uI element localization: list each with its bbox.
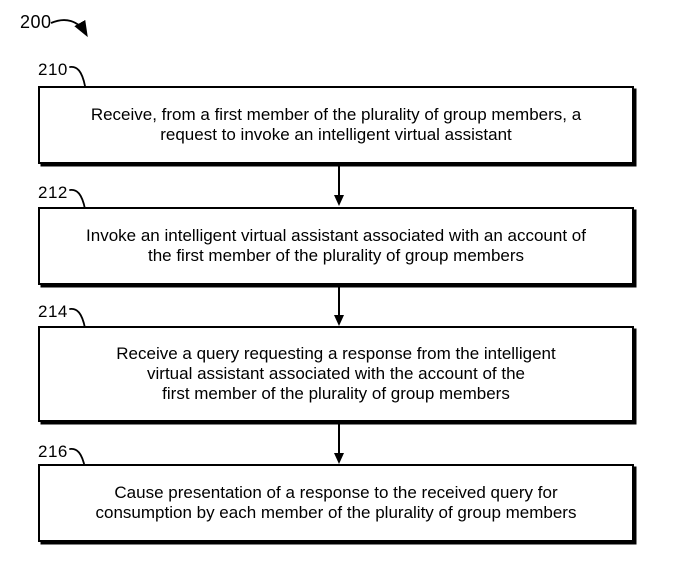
step-text-line: Receive a query requesting a response fr… bbox=[116, 344, 556, 363]
step-text-line: first member of the plurality of group m… bbox=[162, 384, 510, 403]
step-ref-number: 210 bbox=[38, 60, 68, 79]
step-box-214: Receive a query requesting a response fr… bbox=[38, 326, 634, 422]
reference-lead-curve-icon bbox=[68, 308, 86, 329]
step-ref-212: 212 bbox=[38, 183, 89, 211]
flow-arrow-212-214 bbox=[334, 286, 344, 326]
step-ref-number: 214 bbox=[38, 302, 68, 321]
step-ref-number: 216 bbox=[38, 442, 68, 461]
figure-ref-label: 200 bbox=[20, 12, 52, 32]
arrow-down-icon bbox=[334, 195, 344, 206]
flow-arrow-214-216 bbox=[334, 423, 344, 464]
reference-lead-curve-icon bbox=[68, 189, 86, 210]
step-text-line: Cause presentation of a response to the … bbox=[114, 483, 558, 502]
step-ref-number: 212 bbox=[38, 183, 68, 202]
step-text-line: request to invoke an intelligent virtual… bbox=[160, 125, 512, 144]
step-text-line: consumption by each member of the plural… bbox=[95, 503, 577, 522]
step-ref-214: 214 bbox=[38, 302, 89, 330]
arrow-down-icon bbox=[334, 453, 344, 464]
step-box-210: Receive, from a first member of the plur… bbox=[38, 86, 634, 164]
step-text-line: Invoke an intelligent virtual assistant … bbox=[86, 226, 586, 245]
step-text-line: Receive, from a first member of the plur… bbox=[90, 105, 582, 124]
arrow-down-icon bbox=[334, 315, 344, 326]
step-text-line: the first member of the plurality of gro… bbox=[147, 246, 525, 265]
arrow-shaft bbox=[338, 286, 340, 315]
flow-arrow-210-212 bbox=[334, 164, 344, 206]
arrow-shaft bbox=[338, 423, 340, 453]
reference-lead-curve-icon bbox=[68, 66, 86, 87]
step-text-line: virtual assistant associated with the ac… bbox=[147, 364, 525, 383]
step-box-216: Cause presentation of a response to the … bbox=[38, 464, 634, 542]
step-ref-210: 210 bbox=[38, 60, 89, 88]
arrow-shaft bbox=[338, 164, 340, 195]
step-box-212: Invoke an intelligent virtual assistant … bbox=[38, 207, 634, 285]
figure-ref-arrow-icon bbox=[50, 19, 88, 38]
